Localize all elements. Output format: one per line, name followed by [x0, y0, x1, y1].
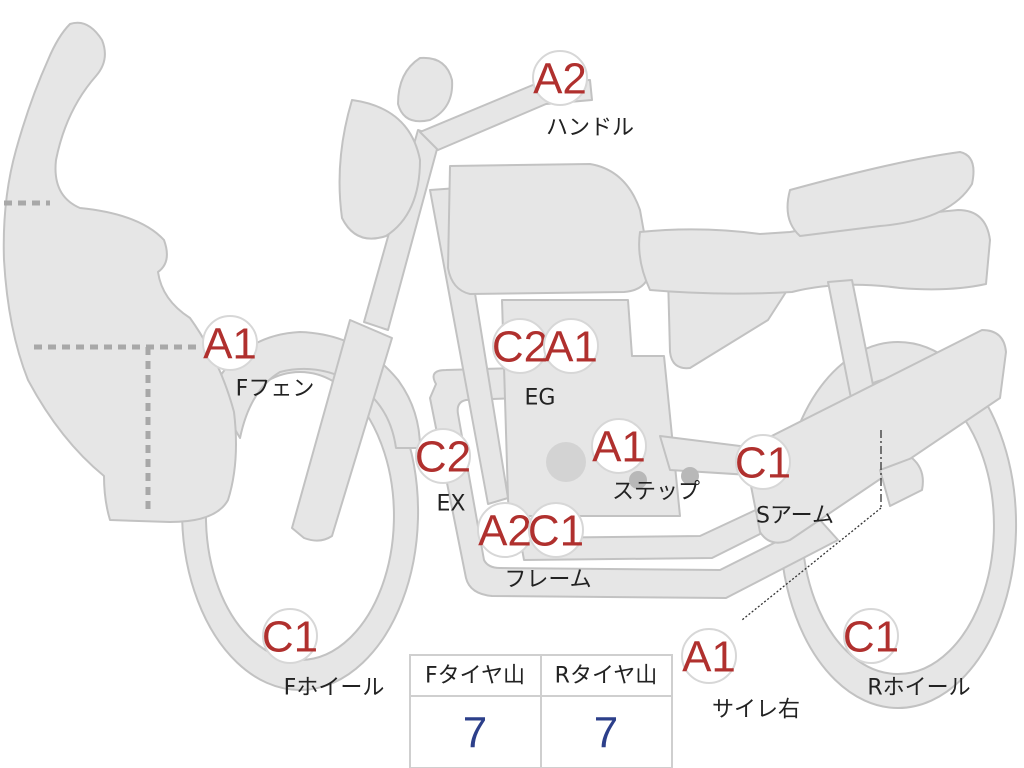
muffler-right-label: サイレ右: [712, 698, 800, 723]
f-wheel-grade-badge-circle: [262, 608, 318, 664]
tire-table-value-front: 7: [463, 709, 487, 758]
r-wheel-label: Rホイール: [867, 676, 970, 701]
seat: [638, 209, 991, 295]
step-grade-badge-text: A1: [592, 423, 646, 472]
f-wheel-grade-badge-text: C1: [262, 613, 318, 662]
r-wheel-grade-badge: C1: [843, 608, 899, 664]
eg-grade-badge-1: C2: [492, 318, 548, 374]
frame-grade-badge-2: C1: [528, 502, 584, 558]
ex-label: EX: [437, 492, 466, 517]
front-fairing: [2, 21, 237, 523]
handle-grade-badge-circle: [532, 50, 588, 106]
tire-table-value-rear: 7: [594, 709, 618, 758]
f-wheel-grade-badge: C1: [262, 608, 318, 664]
front-fork: [291, 319, 393, 542]
s-arm-grade-badge-circle: [735, 434, 791, 490]
ex-grade-badge-text: C2: [415, 433, 471, 482]
step-label: ステップ: [612, 480, 700, 505]
muffler-right-grade-badge-text: A1: [682, 633, 736, 682]
handle-grade-badge-text: A2: [533, 55, 587, 104]
muffler-right-grade-badge-circle: [681, 628, 737, 684]
step-grade-badge-circle: [591, 418, 647, 474]
frame-grade-badge-1-text: A2: [478, 507, 532, 556]
tire-table-header-rear: Rタイヤ山: [555, 664, 658, 689]
eg-grade-badge-2-circle: [543, 318, 599, 374]
handle-label: ハンドル: [546, 116, 634, 141]
side-cover: [667, 275, 787, 370]
leader-diagonal: [741, 507, 882, 621]
eg-grade-badge-2-text: A1: [544, 323, 598, 372]
f-wheel-label: Fホイール: [284, 676, 385, 701]
fuel-tank: [447, 163, 651, 295]
eg-grade-badge-1-text: C2: [492, 323, 548, 372]
step-grade-badge: A1: [591, 418, 647, 474]
frame-grade-badge-2-text: C1: [528, 507, 584, 556]
frame-grade-badge-2-circle: [528, 502, 584, 558]
step-bolt-2: [681, 467, 699, 485]
f-fender-grade-badge: A1: [202, 315, 258, 371]
tire-table-header-front: Fタイヤ山: [425, 664, 525, 689]
f-fender-grade-badge-text: A1: [203, 320, 257, 369]
frame-label: フレーム: [504, 568, 591, 593]
eg-grade-badge-2: A1: [543, 318, 599, 374]
tire-table: Fタイヤ山 Rタイヤ山 7 7: [409, 654, 673, 768]
r-wheel-grade-badge-text: C1: [843, 613, 899, 662]
muffler-end: [879, 457, 924, 507]
s-arm-grade-badge: C1: [735, 434, 791, 490]
rear-cowl: [786, 151, 975, 237]
muffler-right-grade-badge: A1: [681, 628, 737, 684]
f-fender-grade-badge-circle: [202, 315, 258, 371]
frame-grade-badge-1: A2: [477, 502, 533, 558]
r-wheel-grade-badge-circle: [843, 608, 899, 664]
muffler: [743, 329, 1007, 544]
handle-grade-badge: A2: [532, 50, 588, 106]
ex-grade-badge-circle: [415, 428, 471, 484]
s-arm-label: Sアーム: [756, 504, 834, 529]
engine-cover: [546, 442, 586, 482]
headlight: [338, 99, 421, 240]
eg-label: EG: [525, 386, 556, 411]
s-arm-grade-badge-text: C1: [735, 439, 791, 488]
mirror: [397, 56, 454, 123]
step-bolt-1: [629, 471, 647, 489]
ex-grade-badge: C2: [415, 428, 471, 484]
f-fender-label: Fフェン: [236, 377, 315, 402]
